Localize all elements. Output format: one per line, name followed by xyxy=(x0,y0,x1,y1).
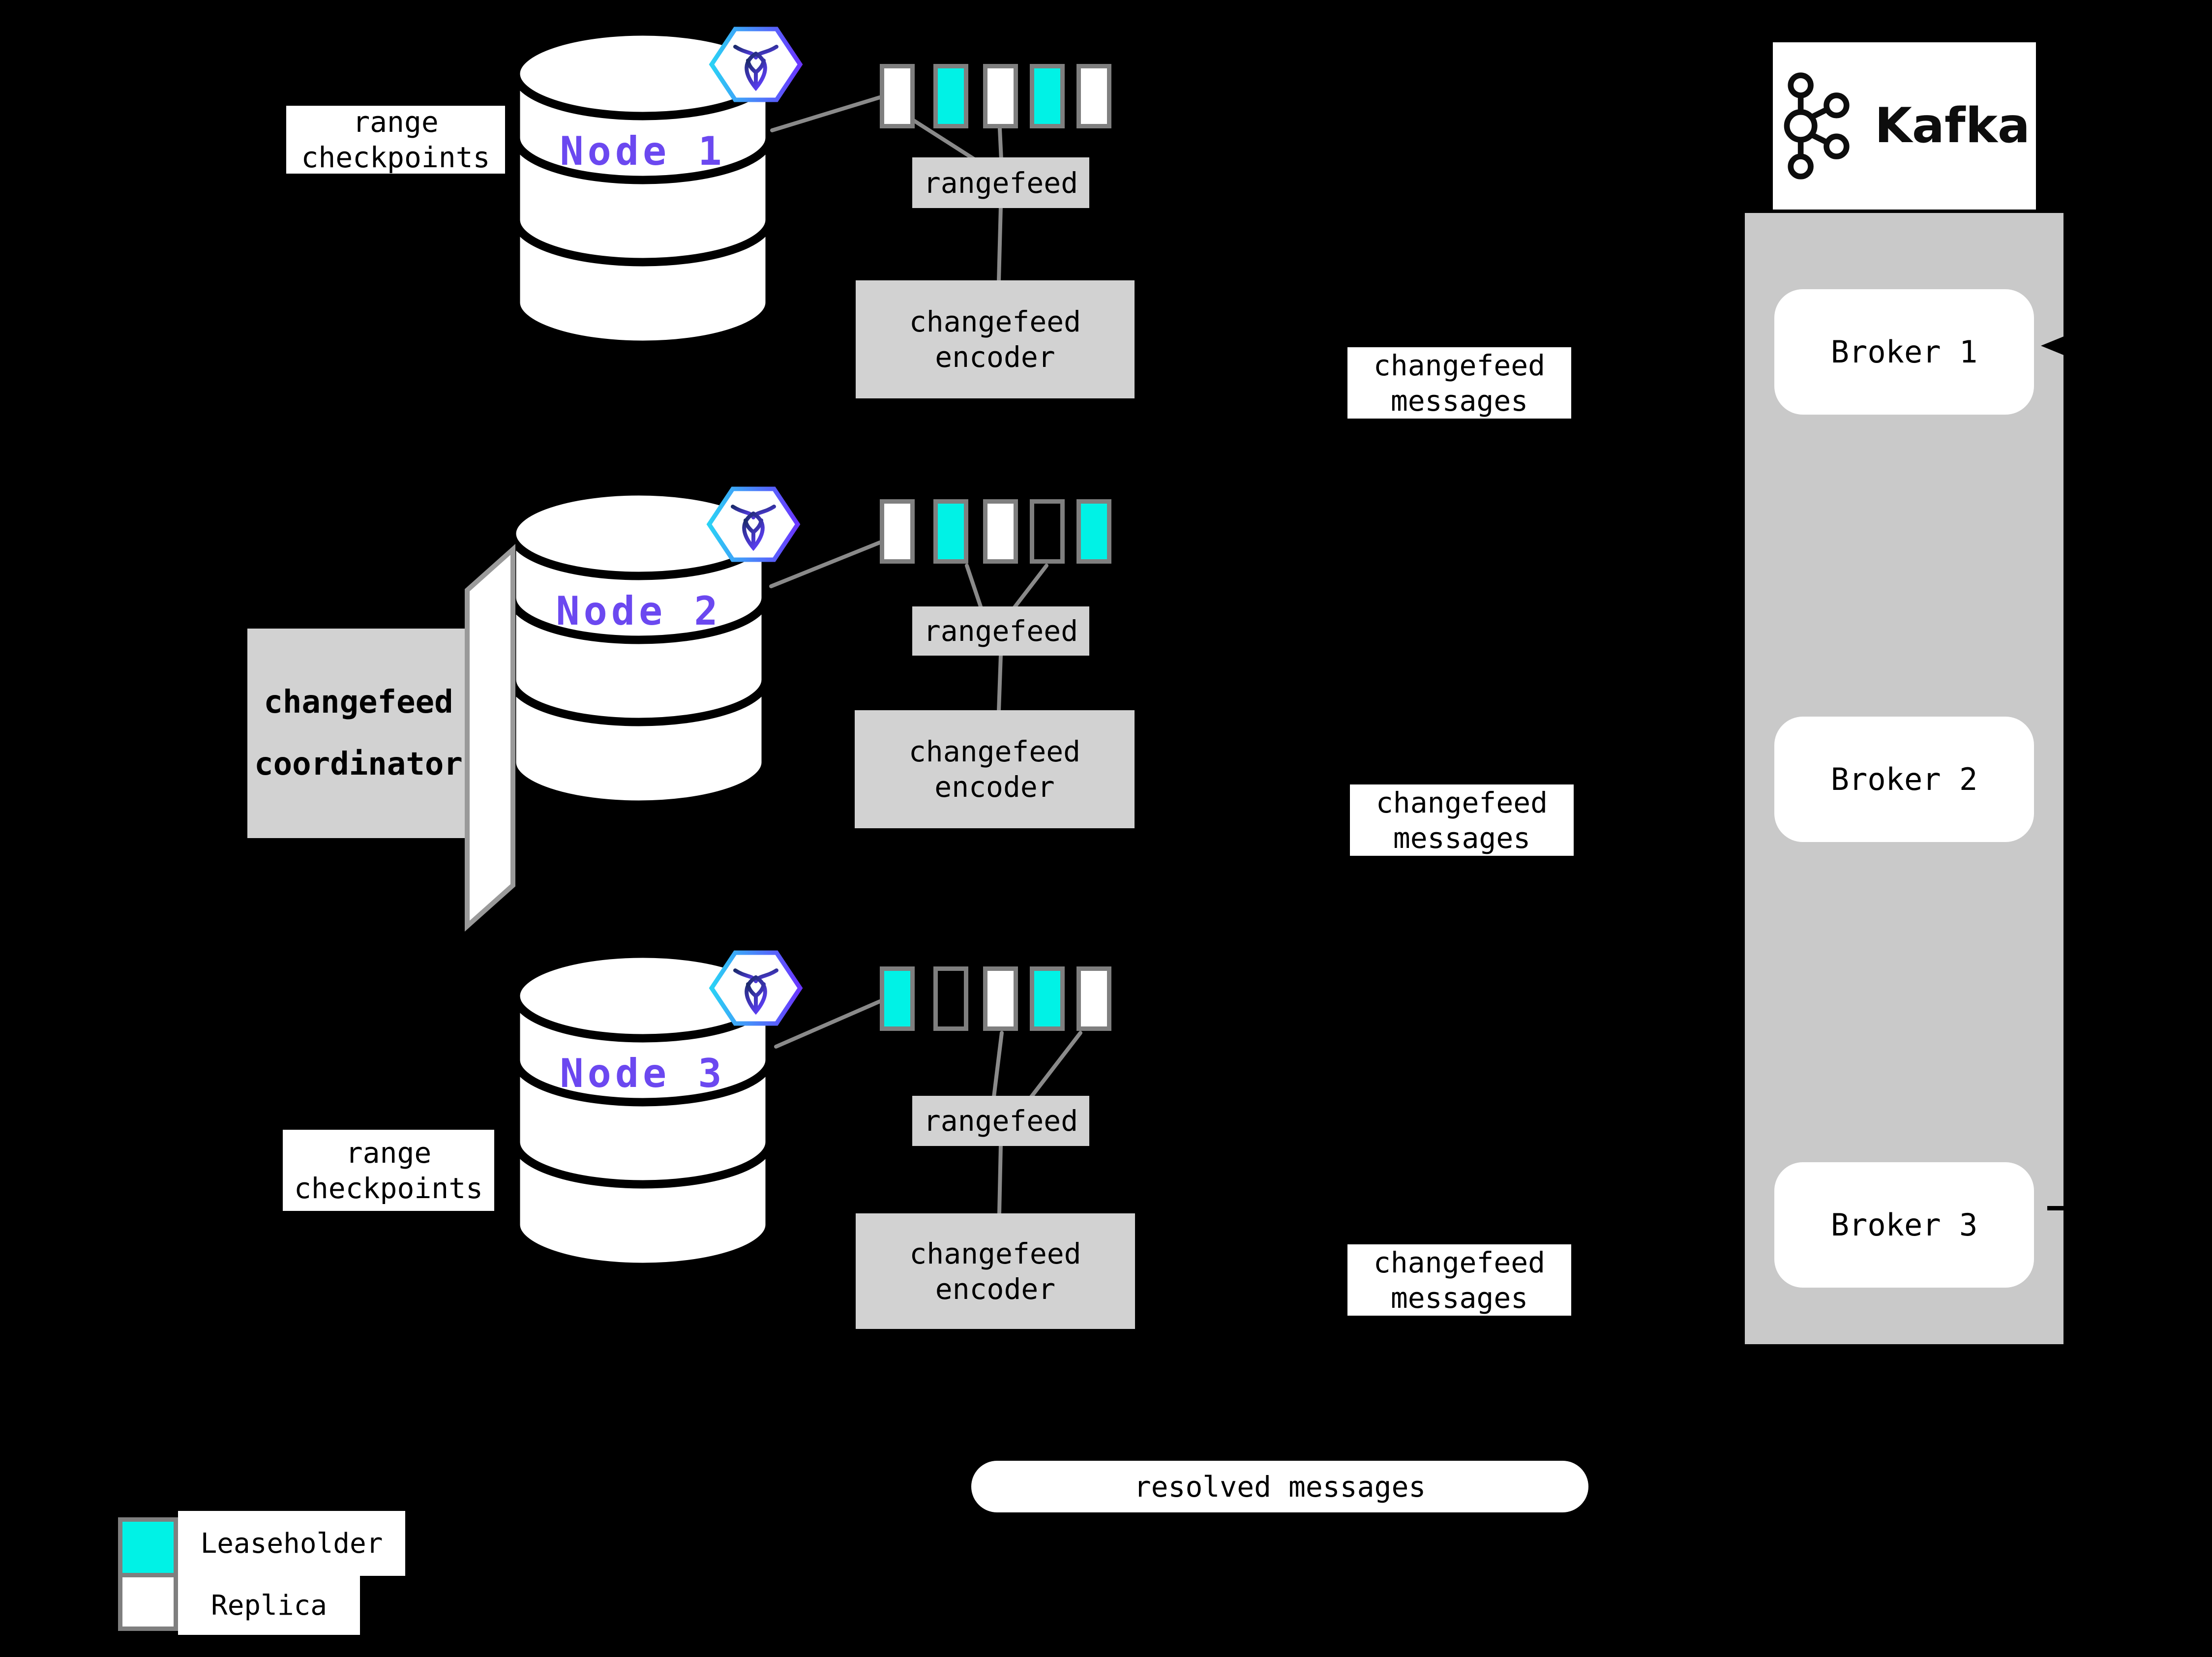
label-line: changefeed xyxy=(1375,785,1548,819)
cockroachdb-badge-node1-icon xyxy=(709,27,803,102)
node2-range-4 xyxy=(1030,499,1065,564)
node3-range-2 xyxy=(933,966,968,1031)
node1-changefeed-encoder-box: changefeed encoder xyxy=(856,280,1135,398)
arrow-stub-broker3 xyxy=(2047,1206,2066,1210)
coordinator-line1: changefeed xyxy=(264,684,453,721)
arrowhead-into-broker1 xyxy=(2041,336,2065,356)
coordinator-flag-shape xyxy=(465,543,515,932)
label-line: checkpoints xyxy=(294,1171,483,1205)
kafka-title: Kafka xyxy=(1874,98,2030,154)
node2-database-cylinder xyxy=(508,487,770,809)
node2-range-1 xyxy=(880,499,915,564)
label-line: messages xyxy=(1390,1281,1528,1315)
encoder-line: changefeed xyxy=(909,305,1081,338)
resolved-messages-label: resolved messages xyxy=(971,1461,1588,1512)
coordinator-line2: coordinator xyxy=(254,746,463,783)
broker-1-label: Broker 1 xyxy=(1830,334,1978,370)
broker-1: Broker 1 xyxy=(1774,289,2034,415)
label-line: messages xyxy=(1390,384,1528,418)
node2-range-3 xyxy=(983,499,1018,564)
label-line: range xyxy=(353,106,439,139)
node2-changefeed-encoder-box: changefeed encoder xyxy=(855,710,1135,828)
node2-connectors xyxy=(769,541,1048,713)
node2-label: Node 2 xyxy=(556,588,722,634)
node3-range-4 xyxy=(1030,966,1065,1031)
node1-range-5 xyxy=(1076,64,1111,128)
node3-rangefeed-box: rangefeed xyxy=(912,1096,1089,1146)
node3-connectors xyxy=(774,999,1082,1216)
legend-replica-label: Replica xyxy=(178,1576,360,1635)
node3-changefeed-encoder-box: changefeed encoder xyxy=(856,1213,1135,1329)
node1-label: Node 1 xyxy=(560,128,726,174)
label-line: changefeed xyxy=(1373,348,1546,382)
changefeed-coordinator-label: changefeed coordinator xyxy=(247,629,470,838)
node1-range-1 xyxy=(880,64,915,128)
label-line: range xyxy=(345,1136,432,1170)
node3-range-3 xyxy=(983,966,1018,1031)
node1-database-cylinder xyxy=(511,27,774,349)
node1-range-3 xyxy=(983,64,1018,128)
node1-changefeed-messages-label: changefeed messages xyxy=(1347,347,1571,419)
node1-connectors xyxy=(770,95,1003,283)
label-line: changefeed xyxy=(1373,1245,1546,1279)
node3-changefeed-messages-label: changefeed messages xyxy=(1347,1244,1571,1316)
node3-range-1 xyxy=(880,966,915,1031)
kafka-icon xyxy=(1784,72,1850,180)
encoder-line: encoder xyxy=(935,1272,1056,1306)
label-line: messages xyxy=(1393,821,1531,855)
encoder-line: changefeed xyxy=(908,735,1081,768)
node1-range-2 xyxy=(933,64,968,128)
encoder-line: encoder xyxy=(934,770,1055,804)
node1-range-checkpoints-label: range checkpoints xyxy=(286,106,505,174)
label-line: checkpoints xyxy=(301,141,490,174)
cockroachdb-badge-node2-icon xyxy=(706,486,801,562)
node1-range-4 xyxy=(1030,64,1065,128)
node2-changefeed-messages-label: changefeed messages xyxy=(1350,784,1574,856)
encoder-line: encoder xyxy=(935,340,1055,374)
node2-rangefeed-box: rangefeed xyxy=(912,606,1089,656)
node3-label: Node 3 xyxy=(560,1050,726,1096)
encoder-line: changefeed xyxy=(909,1236,1081,1270)
legend-leaseholder-label: Leaseholder xyxy=(178,1511,405,1576)
broker-3-label: Broker 3 xyxy=(1830,1207,1978,1243)
broker-3: Broker 3 xyxy=(1774,1162,2034,1288)
node3-range-checkpoints-label: range checkpoints xyxy=(283,1130,494,1211)
node2-range-5 xyxy=(1076,499,1111,564)
node1-rangefeed-box: rangefeed xyxy=(912,157,1089,208)
legend-replica-swatch xyxy=(118,1573,178,1631)
legend-leaseholder-swatch xyxy=(118,1517,178,1577)
node3-range-5 xyxy=(1076,966,1111,1031)
kafka-logo-box: Kafka xyxy=(1773,42,2036,210)
node3-database-cylinder xyxy=(511,949,774,1271)
node2-range-2 xyxy=(933,499,968,564)
broker-2: Broker 2 xyxy=(1774,717,2034,842)
cockroachdb-badge-node3-icon xyxy=(709,950,803,1026)
broker-2-label: Broker 2 xyxy=(1830,761,1978,797)
